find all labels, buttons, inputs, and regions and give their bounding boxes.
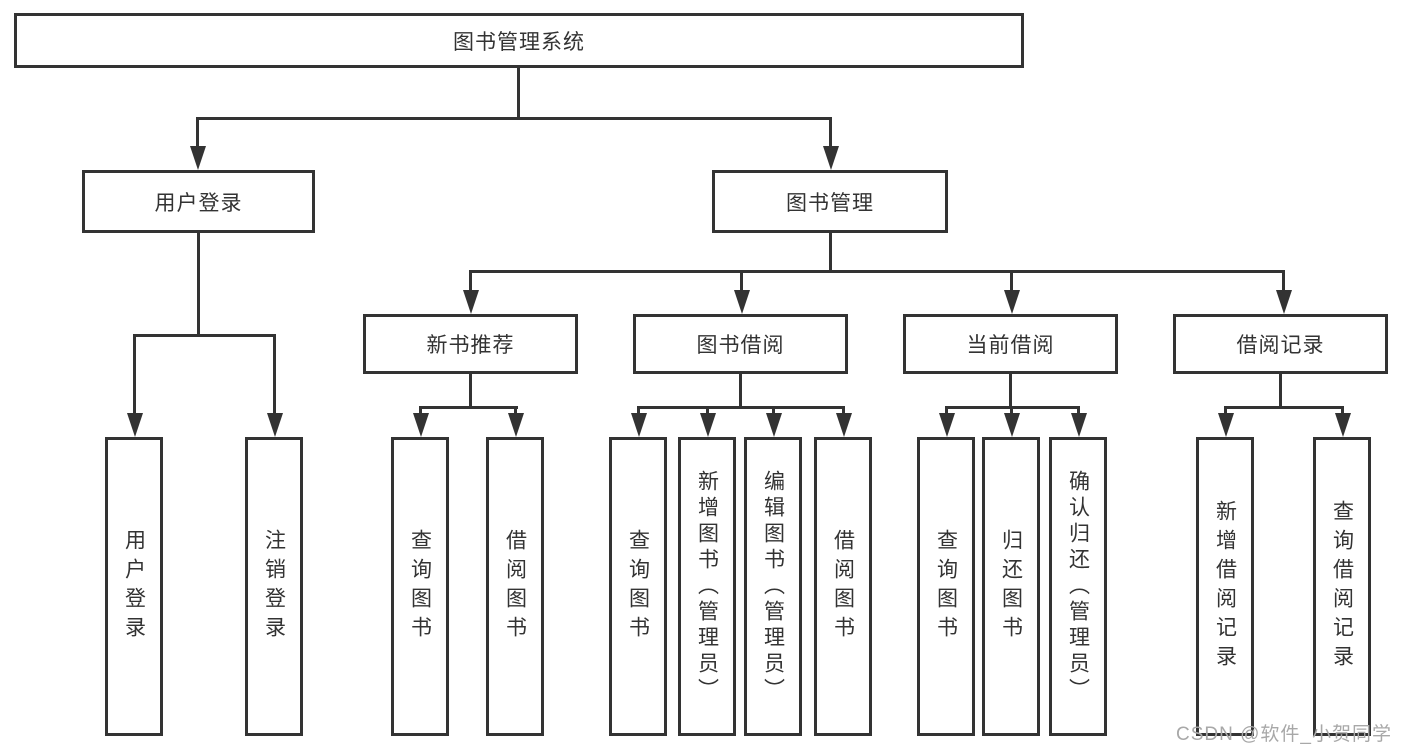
node-label: 新书推荐	[426, 334, 515, 357]
node-user-login: 用户登录	[82, 170, 315, 233]
connector-book-management-stub	[829, 233, 832, 272]
leaf-return-book: 归还图书	[982, 437, 1040, 736]
connector-arrow-to-query-books-2	[637, 407, 640, 417]
connector-root-hline	[196, 117, 832, 120]
connector-arrow-to-book-management	[829, 118, 832, 150]
connector-arrow-to-current-borrowing	[1010, 271, 1013, 294]
leaf-edit-book-admin: 编辑图书（管理员）	[744, 437, 802, 736]
leaf-borrow-books-2: 借阅图书	[814, 437, 872, 736]
leaf-logout: 注销登录	[245, 437, 303, 736]
node-label: 用户登录	[122, 528, 146, 645]
csdn-watermark: CSDN @软件_小贺同学	[1176, 724, 1392, 745]
node-label: 编辑图书（管理员）	[761, 469, 785, 704]
connector-book-borrowing-hline	[637, 406, 845, 409]
connector-arrow-to-borrow-books-1	[514, 407, 517, 417]
connector-arrow-to-edit-book	[772, 407, 775, 417]
node-label: 当前借阅	[966, 334, 1055, 357]
connector-borrowing-records-stub	[1279, 374, 1282, 408]
leaf-query-books-1: 查询图书	[391, 437, 449, 736]
connector-arrow-to-query-books-1	[419, 407, 422, 417]
leaf-query-books-3: 查询图书	[917, 437, 975, 736]
node-label: 借阅图书	[503, 528, 527, 645]
connector-book-management-hline	[469, 270, 1285, 273]
connector-book-borrowing-stub	[739, 374, 742, 408]
node-label: 图书管理	[786, 191, 874, 215]
node-label: 查询借阅记录	[1330, 499, 1354, 674]
node-label: 借阅图书	[831, 528, 855, 645]
connector-arrow-to-query-books-3	[945, 407, 948, 417]
node-label: 新增借阅记录	[1213, 499, 1237, 674]
connector-arrow-to-leaf-user-login	[133, 335, 136, 417]
connector-arrow-to-add-borrow-record	[1224, 407, 1227, 417]
connector-arrow-to-new-book-recommendation	[469, 271, 472, 294]
node-label: 归还图书	[999, 528, 1023, 645]
node-book-borrowing: 图书借阅	[633, 314, 848, 374]
connector-arrow-to-book-borrowing	[740, 271, 743, 294]
node-label: 查询图书	[408, 528, 432, 645]
leaf-query-borrow-record: 查询借阅记录	[1313, 437, 1371, 736]
leaf-query-books-2: 查询图书	[609, 437, 667, 736]
leaf-add-borrow-record: 新增借阅记录	[1196, 437, 1254, 736]
node-label: 借阅记录	[1236, 334, 1325, 357]
connector-new-book-stub	[469, 374, 472, 408]
node-label: 确认归还（管理员）	[1066, 469, 1090, 704]
leaf-confirm-return-admin: 确认归还（管理员）	[1049, 437, 1107, 736]
connector-current-borrowing-stub	[1009, 374, 1012, 408]
connector-user-login-hline	[133, 334, 276, 337]
node-label: 图书管理系统	[453, 30, 585, 54]
connector-arrow-to-confirm-return	[1077, 407, 1080, 417]
node-borrowing-records: 借阅记录	[1173, 314, 1388, 374]
connector-arrow-to-return-book	[1010, 407, 1013, 417]
connector-arrow-to-leaf-logout	[273, 335, 276, 417]
node-label: 注销登录	[262, 528, 286, 645]
node-library-management-system: 图书管理系统	[14, 13, 1024, 68]
connector-user-login-stub	[197, 233, 200, 336]
connector-arrow-to-borrow-books-2	[842, 407, 845, 417]
node-label: 用户登录	[154, 191, 243, 215]
node-label: 新增图书（管理员）	[695, 469, 719, 704]
connector-arrow-to-add-book	[706, 407, 709, 417]
node-new-book-recommendation: 新书推荐	[363, 314, 578, 374]
node-book-management: 图书管理	[712, 170, 948, 233]
leaf-user-login: 用户登录	[105, 437, 163, 736]
leaf-add-book-admin: 新增图书（管理员）	[678, 437, 736, 736]
connector-arrow-to-borrowing-records	[1282, 271, 1285, 294]
leaf-borrow-books-1: 借阅图书	[486, 437, 544, 736]
node-label: 查询图书	[934, 528, 958, 645]
node-label: 图书借阅	[696, 334, 785, 357]
connector-arrow-to-user-login	[196, 118, 199, 150]
connector-borrowing-records-hline	[1224, 406, 1344, 409]
connector-new-book-hline	[419, 406, 518, 409]
connector-root-stub	[517, 68, 520, 119]
node-current-borrowing: 当前借阅	[903, 314, 1118, 374]
connector-arrow-to-query-borrow-record	[1341, 407, 1344, 417]
node-label: 查询图书	[626, 528, 650, 645]
